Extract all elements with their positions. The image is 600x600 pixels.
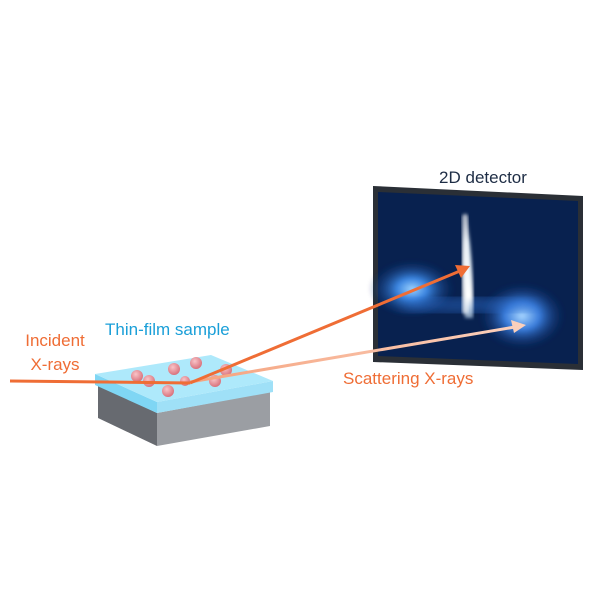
specular-beam <box>189 269 461 385</box>
particle <box>190 357 202 369</box>
substrate-front <box>98 385 157 446</box>
scatter-spot-right <box>478 282 566 350</box>
particle <box>131 370 143 382</box>
sample <box>95 355 273 446</box>
detector <box>368 186 583 370</box>
film-front <box>95 374 157 413</box>
detector-label: 2D detector <box>439 168 527 187</box>
beams <box>9 265 526 385</box>
incident-beam <box>9 379 191 385</box>
scattering-arrowhead <box>511 320 526 333</box>
sample-label: Thin-film sample <box>105 320 230 339</box>
scattering-label: Scattering X-rays <box>343 369 473 388</box>
particle <box>168 363 180 375</box>
substrate-side <box>157 392 270 446</box>
particle <box>162 385 174 397</box>
incident-label-line1: Incident <box>25 331 85 350</box>
specular-arrowhead <box>455 265 470 278</box>
incident-label-line2: X-rays <box>30 355 79 374</box>
film-side <box>157 381 273 413</box>
scattering-beam <box>189 325 516 384</box>
particle <box>180 376 190 386</box>
